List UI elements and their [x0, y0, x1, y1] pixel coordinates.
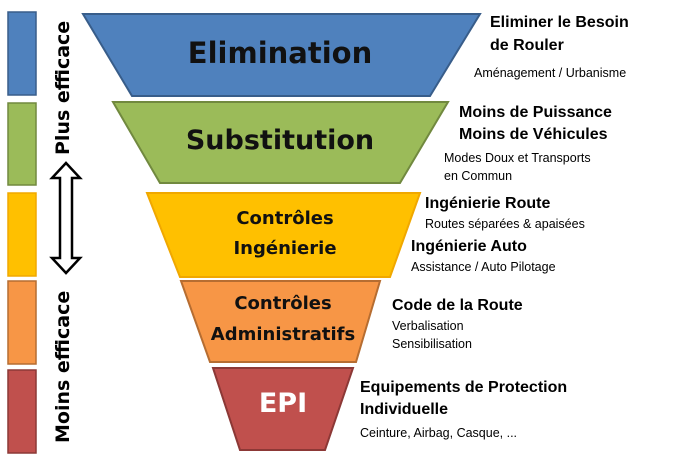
- engineering-road-detail: Routes séparées & apaisées: [425, 217, 585, 231]
- administrative-title: Code de la Route: [392, 297, 523, 314]
- elimination-title-2: de Rouler: [490, 37, 564, 54]
- ppe-title-2: Individuelle: [360, 401, 449, 418]
- substitution-detail-2: en Commun: [444, 169, 513, 183]
- administrative-detail-1: Verbalisation: [392, 319, 464, 333]
- substitution-title-2: Moins de Véhicules: [459, 126, 608, 143]
- legend-bar-orange: [7, 280, 37, 365]
- ppe-title-1: Equipements de Protection: [360, 379, 568, 396]
- legend-bar-red: [7, 369, 37, 454]
- engineering-road-title: Ingénierie Route: [425, 195, 551, 212]
- level-elimination-shape: [81, 13, 482, 97]
- level-administrative-shape: [179, 280, 382, 363]
- more-effective-label: Plus efficace: [52, 20, 74, 155]
- label-line: Contrôles: [236, 208, 334, 229]
- level-substitution-label: Substitution: [185, 125, 375, 156]
- label-line: Ingénierie: [233, 238, 337, 259]
- legend-bar-green: [7, 102, 37, 186]
- level-engineering-shape: [145, 192, 422, 278]
- level-ppe-label: EPI: [258, 388, 308, 419]
- ppe-detail: Ceinture, Airbag, Casque, ...: [360, 426, 518, 440]
- engineering-auto-detail: Assistance / Auto Pilotage: [411, 260, 556, 274]
- level-engineering-label: Contrôles Ingénierie: [185, 204, 385, 264]
- level-ppe-shape: [211, 367, 355, 451]
- elimination-title-1: Eliminer le Besoin: [490, 14, 629, 31]
- less-effective-label: Moins efficace: [52, 290, 74, 443]
- level-elimination-label: Elimination: [187, 36, 373, 70]
- legend-bar-blue: [7, 11, 37, 96]
- level-administrative-label: Contrôles Administratifs: [183, 288, 383, 350]
- engineering-auto-title: Ingénierie Auto: [411, 238, 527, 255]
- substitution-title-1: Moins de Puissance: [459, 104, 612, 121]
- elimination-detail: Aménagement / Urbanisme: [474, 66, 627, 80]
- label-line: Contrôles: [234, 293, 332, 314]
- legend-bar-yellow: [7, 192, 37, 277]
- double-arrow-icon: [49, 161, 83, 275]
- label-line: Administratifs: [210, 324, 356, 345]
- level-substitution-shape: [111, 101, 450, 184]
- substitution-detail-1: Modes Doux et Transports: [444, 151, 591, 165]
- administrative-detail-2: Sensibilisation: [392, 337, 472, 351]
